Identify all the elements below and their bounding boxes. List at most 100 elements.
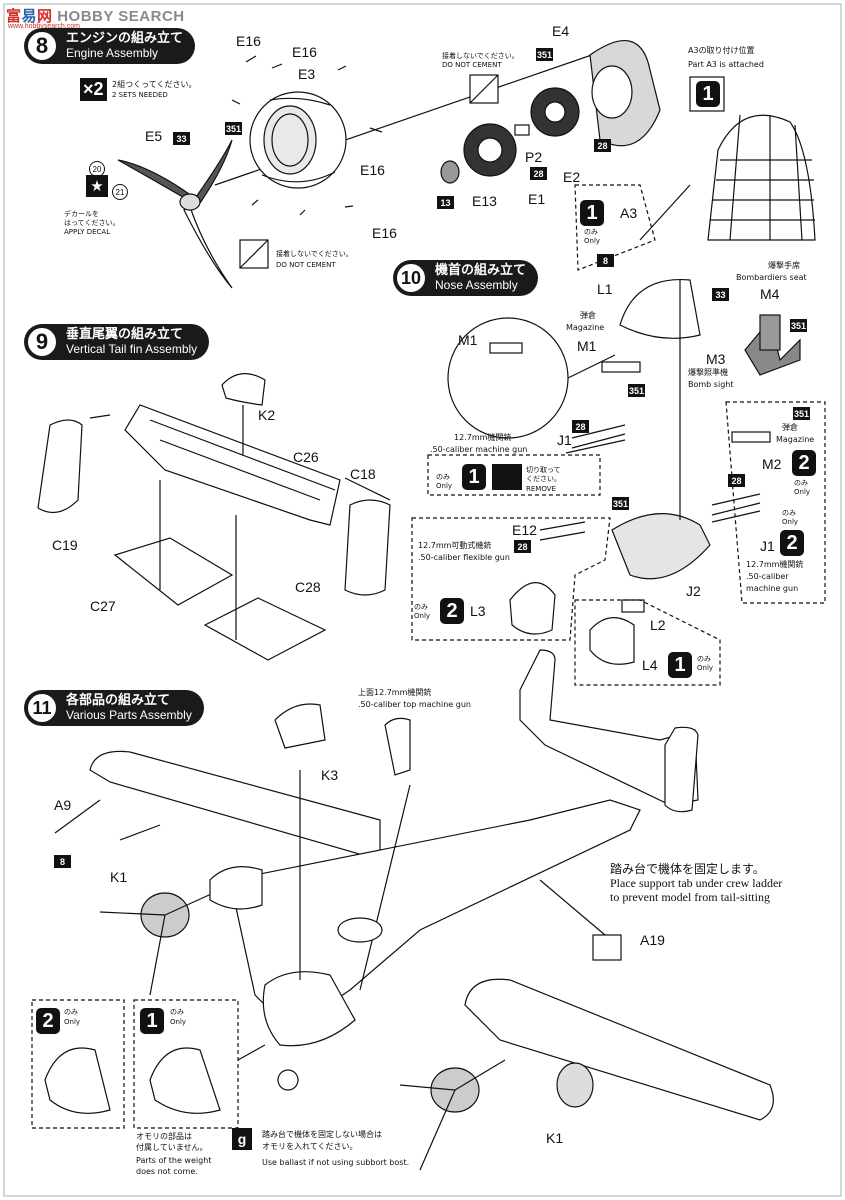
step-8-number: 8	[26, 30, 58, 62]
label-m3: M3	[706, 351, 726, 367]
option-2-m2-badge: 2	[792, 450, 816, 476]
label-e1: E1	[528, 191, 546, 207]
ballast-jp-2: オモリを入れてください。	[262, 1142, 358, 1151]
magazine-jp-2: 弾倉	[782, 423, 798, 432]
mg-en-right-a: .50-caliber	[746, 572, 789, 581]
step-10-title-jp: 機首の組み立て	[435, 263, 527, 278]
only-en-a3: Only	[584, 237, 601, 245]
option-2-j1-badge: 2	[780, 530, 804, 556]
mg-en-left: .50-caliber machine gun	[430, 445, 528, 454]
label-l4: L4	[642, 657, 658, 673]
label-a19: A19	[640, 932, 665, 948]
weight-jp-2: 付属していません。	[136, 1143, 208, 1152]
only-en-m2: Only	[794, 488, 811, 496]
decal-21: 21	[112, 184, 128, 200]
step-10-number: 10	[395, 262, 427, 294]
label-e3: E3	[298, 66, 316, 82]
step-9-title-jp: 垂直尾翼の組み立て	[66, 327, 184, 342]
bomb-sight-jp: 爆撃照準機	[688, 368, 728, 377]
label-e5: E5	[145, 128, 163, 144]
color-351-e3: 351	[225, 122, 242, 135]
step-8-title-en: Engine Assembly	[66, 46, 159, 60]
watermark-url: www.hobbysearch.com	[8, 23, 80, 30]
watermark-char-2: 易	[21, 8, 38, 25]
magazine-en-1: Magazine	[566, 323, 605, 332]
label-c27: C27	[90, 598, 116, 614]
step-9-title-en: Vertical Tail fin Assembly	[66, 342, 198, 356]
label-k2: K2	[258, 407, 276, 423]
label-c28: C28	[295, 579, 321, 595]
remove-jp-1: 切り取って	[526, 466, 561, 474]
label-l1: L1	[597, 281, 613, 297]
option-1-a3-badge: 1	[580, 200, 604, 226]
top-gun-en: .50-caliber top machine gun	[358, 700, 471, 709]
color-351-e4: 351	[536, 48, 553, 61]
only-jp-l4: のみ	[697, 655, 711, 663]
apply-decal-jp2: はってください。	[64, 219, 120, 227]
step-11-header: 11 各部品の組み立て Various Parts Assembly	[24, 690, 204, 726]
color-33-e5: 33	[173, 132, 190, 145]
watermark-logo: 富易网 HOBBY SEARCH	[6, 5, 185, 26]
mg-jp-left: 12.7mm機関銃	[454, 433, 512, 442]
support-en-2: to prevent model from tail-sitting	[610, 890, 770, 904]
a3-position-jp: A3の取り付け位置	[688, 46, 755, 55]
apply-decal-jp1: デカールを	[64, 210, 99, 218]
weight-jp-1: オモリの部品は	[136, 1132, 192, 1141]
step-11-title-jp: 各部品の組み立て	[66, 693, 171, 708]
step-9-header: 9 垂直尾翼の組み立て Vertical Tail fin Assembly	[24, 324, 210, 360]
only-en-remove: Only	[436, 482, 453, 490]
mg-jp-right: 12.7mm機関銃	[746, 560, 804, 569]
label-m4: M4	[760, 286, 780, 302]
label-c26: C26	[293, 449, 319, 465]
only-en-l3: Only	[414, 612, 431, 620]
label-k3: K3	[321, 767, 339, 783]
bomb-seat-jp: 爆撃手席	[768, 261, 800, 270]
color-351-m4: 351	[790, 319, 807, 332]
color-8-a9: 8	[54, 855, 71, 868]
label-e16-4: E16	[372, 225, 397, 241]
label-a9: A9	[54, 797, 72, 813]
step-10-title-en: Nose Assembly	[435, 278, 518, 292]
only-en-j1: Only	[782, 518, 799, 526]
apply-decal-en: APPLY DECAL	[64, 228, 111, 236]
watermark-text: HOBBY SEARCH	[57, 8, 185, 25]
only-jp-a3: のみ	[584, 228, 598, 236]
label-j1-right: J1	[760, 538, 775, 554]
decal-star-icon: ★	[86, 175, 108, 197]
step-11-number: 11	[26, 692, 58, 724]
color-351-m1: 351	[628, 384, 645, 397]
x2-badge: ×2	[80, 78, 107, 101]
label-e16-3: E16	[360, 162, 385, 178]
sets-needed-en: 2 SETS NEEDED	[112, 91, 168, 99]
only-jp-remove: のみ	[436, 473, 450, 481]
only-jp-m2: のみ	[794, 479, 808, 487]
weight-en-2: does not come.	[136, 1167, 198, 1176]
step-11-title-en: Various Parts Assembly	[66, 708, 192, 722]
option-1-l4-badge: 1	[668, 652, 692, 678]
only-jp-l3: のみ	[414, 603, 428, 611]
color-351-m2: 351	[793, 407, 810, 420]
label-m2: M2	[762, 456, 782, 472]
color-28-e1: 28	[530, 167, 547, 180]
step-8-header: 8 エンジンの組み立て Engine Assembly	[24, 28, 196, 64]
ballast-en: Use ballast if not using subbort bost.	[262, 1158, 410, 1167]
label-k1-bottom: K1	[546, 1130, 564, 1146]
color-28-j1-right: 28	[728, 474, 745, 487]
cut-remove-icon	[492, 464, 522, 490]
label-l3: L3	[470, 603, 486, 619]
label-m1-inset: M1	[458, 332, 478, 348]
label-m1: M1	[577, 338, 597, 354]
only-en-l4: Only	[697, 664, 714, 672]
flex-gun-en: .50-caliber flexible gun	[418, 553, 510, 562]
top-gun-jp: 上面12.7mm機関銃	[358, 688, 432, 697]
remove-jp-2: ください。	[526, 475, 561, 483]
step-9-number: 9	[26, 326, 58, 358]
label-e16-1: E16	[236, 33, 261, 49]
remove-en: REMOVE	[526, 485, 556, 493]
label-e16-2: E16	[292, 44, 317, 60]
option-2-nose-badge: 2	[36, 1008, 60, 1034]
magazine-jp-1: 弾倉	[580, 311, 596, 320]
step-10-header: 10 機首の組み立て Nose Assembly	[393, 260, 539, 296]
label-p2: P2	[525, 149, 543, 165]
